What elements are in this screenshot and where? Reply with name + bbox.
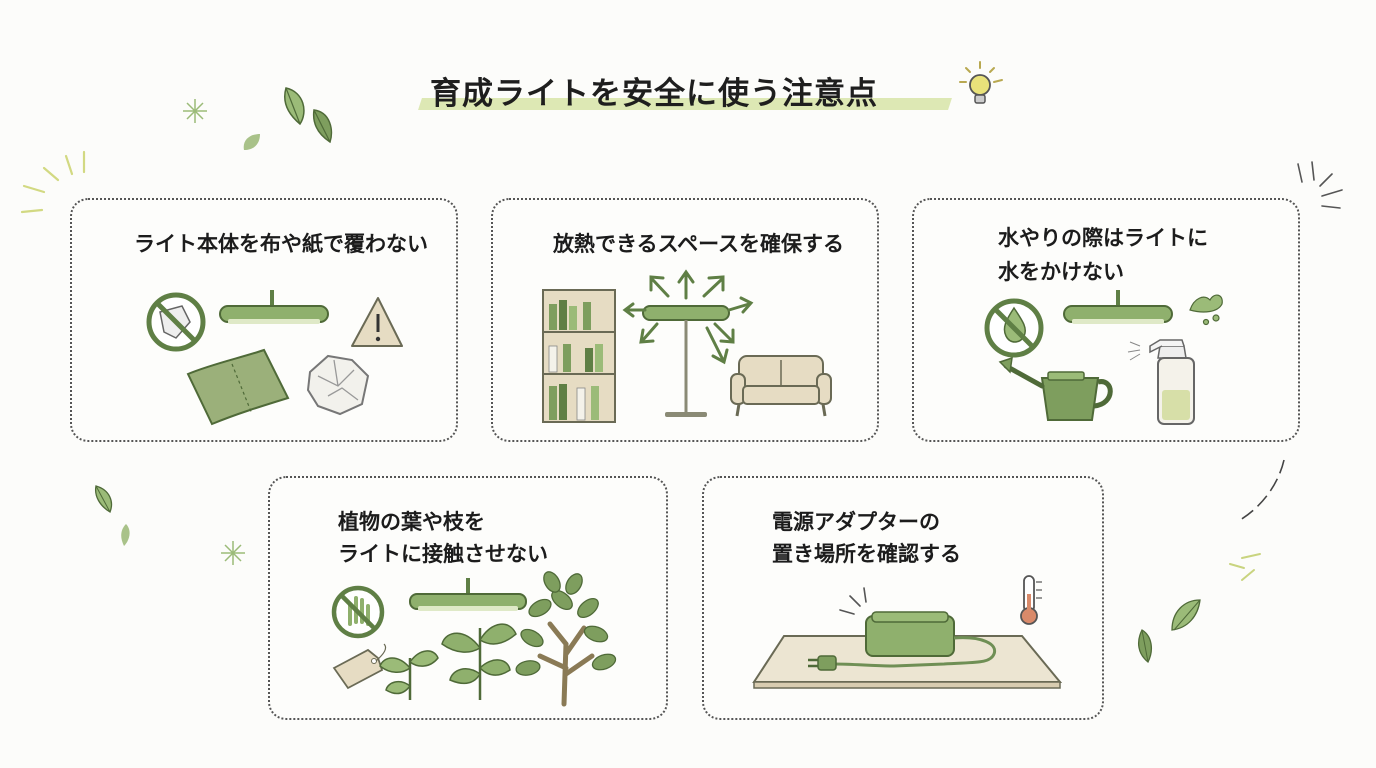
card-title-line2: 置き場所を確認する — [772, 542, 961, 566]
sparkle-icon — [221, 541, 245, 565]
watering-can-icon — [998, 356, 1113, 421]
cover-illustration — [146, 290, 403, 426]
title-block: 育成ライトを安全に使う注意点 — [418, 66, 980, 116]
leaf-icon — [284, 87, 333, 144]
splash-icon — [1189, 294, 1223, 326]
young-plant-icon — [441, 623, 517, 700]
rays-icon — [1297, 161, 1343, 209]
floor-lamp-icon — [642, 305, 730, 417]
sparkle-icon — [183, 99, 207, 123]
plant-contact-illustration — [331, 571, 617, 707]
bookshelf-icon — [542, 289, 616, 423]
heat-lines-icon — [839, 587, 867, 615]
grow-light-icon — [1063, 290, 1173, 324]
sofa-icon — [730, 355, 832, 417]
adapter-illustration — [752, 575, 1063, 689]
no-water-icon — [984, 298, 1044, 358]
no-touch-icon — [331, 585, 385, 639]
leaf-icon — [94, 485, 130, 546]
card-title: ライト本体を布や紙で覆わない — [134, 232, 428, 256]
tree-icon — [515, 571, 617, 707]
card-title: 放熱できるスペースを確保する — [553, 232, 845, 256]
seedling-icon — [379, 650, 439, 700]
leaf-icon — [1137, 599, 1201, 664]
heat-arrows-icon — [622, 269, 754, 365]
tip-card-plant-contact: 植物の葉や枝を ライトに接触させない — [268, 476, 668, 720]
card-title-line2: 水をかけない — [998, 260, 1124, 284]
no-cloth-icon — [146, 292, 206, 352]
tip-card-cover: ライト本体を布や紙で覆わない — [70, 198, 458, 442]
tip-card-ventilation: 放熱できるスペースを確保する — [491, 198, 879, 442]
power-adapter-icon — [808, 611, 997, 671]
lightbulb-icon — [959, 61, 1003, 104]
water-illustration — [984, 290, 1223, 425]
thermometer-icon — [1020, 575, 1042, 625]
rays-icon — [20, 150, 86, 214]
leaf-icon — [243, 134, 260, 150]
crumpled-paper-icon — [306, 354, 370, 416]
warning-icon — [351, 297, 403, 347]
tip-card-water: 水やりの際はライトに 水をかけない — [912, 198, 1300, 442]
card-title-line1: 水やりの際はライトに — [998, 226, 1208, 250]
card-title-line1: 植物の葉や枝を — [338, 510, 485, 534]
page-title: 育成ライトを安全に使う注意点 — [430, 76, 878, 112]
card-title-line1: 電源アダプターの — [772, 510, 940, 534]
spray-bottle-icon — [1127, 339, 1195, 425]
arc-decoration — [1229, 459, 1285, 581]
card-title-line2: ライトに接触させない — [338, 542, 548, 566]
grow-light-icon — [219, 290, 329, 324]
ventilation-illustration — [542, 269, 832, 423]
tag-icon — [332, 643, 387, 690]
cloth-icon — [186, 348, 290, 426]
grow-light-icon — [409, 578, 527, 611]
tip-card-adapter: 電源アダプターの 置き場所を確認する — [702, 476, 1104, 720]
